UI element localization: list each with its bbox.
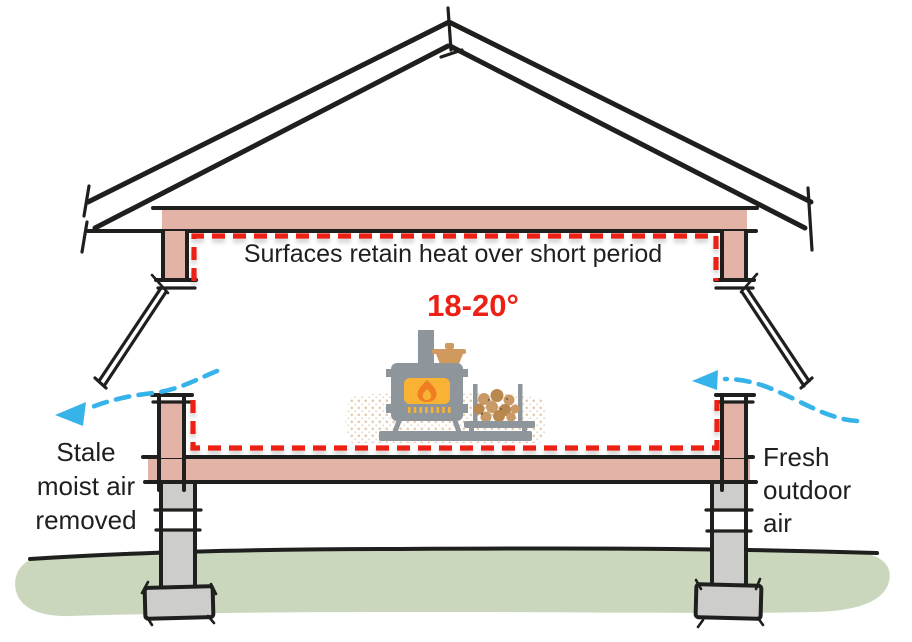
left-upper-wall (150, 229, 198, 295)
stove-vents (408, 407, 451, 413)
label-line: Surfaces retain heat over short period (243, 240, 663, 268)
cooking-pot-icon (432, 343, 466, 364)
stale-air-label: Stale moist air removed (6, 435, 166, 537)
ceiling-insulation (86, 206, 759, 233)
left-foundation-pier (140, 479, 218, 627)
label-line: air (763, 508, 792, 538)
stale-air-arrow-icon (55, 368, 220, 426)
label-line: Stale (56, 437, 116, 467)
heat-retention-label: Surfaces retain heat over short period (168, 240, 738, 269)
heat-retention-loop (190, 233, 720, 451)
right-lower-wall (714, 393, 756, 492)
right-upper-wall (713, 229, 759, 294)
firewood-rack-icon (464, 384, 535, 434)
temperature-label: 18-20° (368, 288, 578, 324)
floor-slab (141, 455, 758, 484)
right-foundation-pier (693, 479, 765, 629)
label-line: outdoor (763, 475, 852, 505)
fresh-air-arrow-icon (692, 370, 860, 424)
label-line: Fresh (763, 442, 830, 472)
roof (80, 6, 814, 254)
left-window-vent (93, 286, 168, 390)
label-line: 18-20° (427, 288, 519, 323)
log-pile (473, 389, 520, 423)
label-line: moist air (36, 471, 136, 501)
wood-stove-icon (379, 330, 532, 441)
left-lower-wall (150, 393, 194, 492)
label-line: removed (35, 505, 137, 535)
fresh-air-label: Fresh outdoor air (763, 441, 893, 540)
right-window-vent (740, 286, 814, 390)
